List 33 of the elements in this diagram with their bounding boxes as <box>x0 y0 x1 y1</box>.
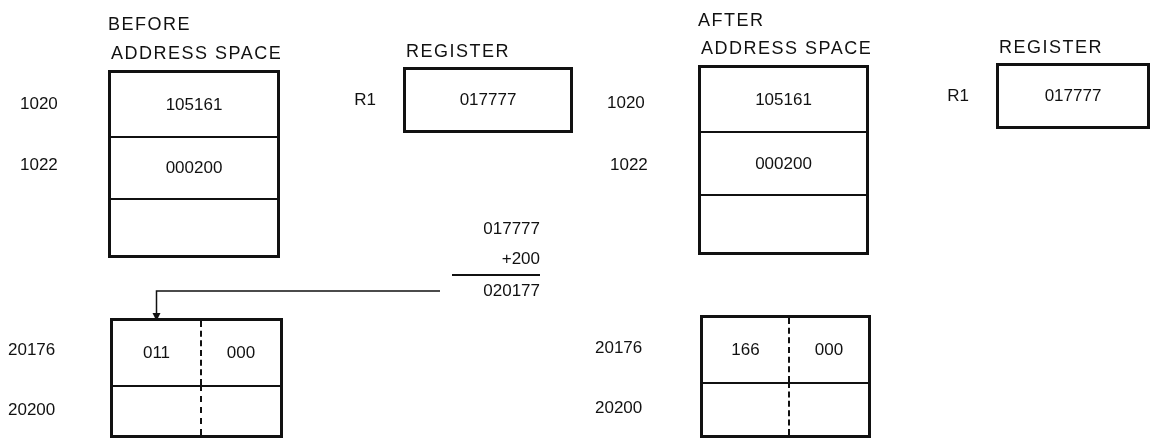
column-heading: ADDRESS SPACE <box>701 38 873 59</box>
section-title: AFTER <box>698 10 765 31</box>
cell-value: 166 <box>731 340 760 360</box>
register-value: 017777 <box>1044 86 1102 106</box>
address-label: 20176 <box>595 338 643 358</box>
register-heading: REGISTER <box>999 37 1103 58</box>
register-heading: REGISTER <box>406 41 510 62</box>
cell-value: 000 <box>814 340 844 360</box>
address-label: 20200 <box>8 400 56 420</box>
register-name: R1 <box>946 86 969 106</box>
memory-cell <box>200 385 280 435</box>
address-label: 20176 <box>8 340 56 360</box>
cell-value: 011 <box>142 343 171 363</box>
sum-operand: 017777 <box>482 218 540 240</box>
memory-cell <box>788 382 868 435</box>
sum-result: 020177 <box>482 280 540 302</box>
cell-value: 000 <box>226 343 256 363</box>
cell-value: 105161 <box>165 94 223 115</box>
column-heading: ADDRESS SPACE <box>111 43 283 64</box>
register-value: 017777 <box>459 90 517 110</box>
cell-value: 000200 <box>165 158 223 178</box>
address-label: 20200 <box>595 398 643 418</box>
sum-addend: +200 <box>452 244 540 276</box>
address-label: 1022 <box>610 155 648 175</box>
memory-block <box>700 315 871 438</box>
memory-block <box>110 318 283 438</box>
register-name: R1 <box>353 90 376 110</box>
address-label: 1022 <box>20 155 58 175</box>
section-title: BEFORE <box>108 14 191 35</box>
address-label: 1020 <box>20 94 58 114</box>
address-label: 1020 <box>607 93 645 113</box>
cell-value: 000200 <box>755 153 812 174</box>
cell-value: 105161 <box>755 89 812 110</box>
